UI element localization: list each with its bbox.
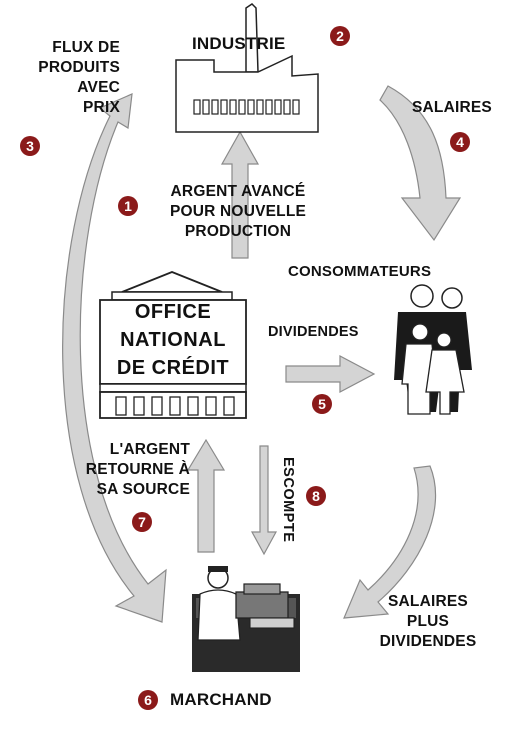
- argent-retourne-arrow: [186, 438, 226, 553]
- flux-line-1: FLUX DE: [52, 39, 120, 56]
- flux-line-3: AVEC: [77, 79, 120, 96]
- retour-line-1: L'ARGENT: [109, 441, 190, 458]
- badge-8: 8: [306, 486, 326, 506]
- salaires-plus-dividendes-label: SALAIRES PLUS DIVIDENDES: [356, 592, 500, 652]
- salplus-line-3: DIVIDENDES: [379, 633, 477, 650]
- argent-line-2: POUR NOUVELLE: [169, 203, 307, 220]
- badge-4: 4: [450, 132, 470, 152]
- factory-icon: [175, 3, 319, 133]
- office-line-3: DE CRÉDIT: [116, 357, 230, 379]
- badge-5: 5: [312, 394, 332, 414]
- escompte-arrow: [250, 445, 278, 556]
- badge-7: 7: [132, 512, 152, 532]
- argent-avance-arrow: [220, 130, 260, 259]
- flux-produits-arrow: [62, 93, 167, 623]
- badge-6: 6: [138, 690, 158, 710]
- salaires-label: SALAIRES: [412, 99, 492, 116]
- escompte-label: ESCOMPTE: [280, 457, 296, 543]
- office-label: OFFICE NATIONAL DE CRÉDIT: [104, 298, 242, 382]
- argent-retourne-label: L'ARGENT RETOURNE À SA SOURCE: [64, 440, 190, 500]
- salaires-plus-dividendes-arrow: [343, 465, 437, 619]
- flux-line-4: PRIX: [83, 99, 120, 116]
- badge-2: 2: [330, 26, 350, 46]
- consommateurs-label: CONSOMMATEURS: [288, 263, 432, 280]
- argent-avance-label: ARGENT AVANCÉ POUR NOUVELLE PRODUCTION: [146, 182, 330, 242]
- office-line-2: NATIONAL: [120, 329, 226, 351]
- marchand-label: MARCHAND: [170, 690, 272, 709]
- retour-line-3: SA SOURCE: [96, 481, 190, 498]
- badge-1: 1: [118, 196, 138, 216]
- merchant-icon: [192, 566, 300, 672]
- badge-3: 3: [20, 136, 40, 156]
- flux-line-2: PRODUITS: [38, 59, 120, 76]
- industrie-label: INDUSTRIE: [192, 34, 286, 53]
- bank-building-icon: [99, 271, 247, 419]
- office-line-1: OFFICE: [134, 301, 212, 323]
- family-icon: [394, 284, 472, 415]
- dividendes-arrow: [285, 355, 376, 393]
- salaires-arrow: [379, 85, 462, 242]
- argent-line-1: ARGENT AVANCÉ: [170, 183, 306, 200]
- argent-line-3: PRODUCTION: [184, 223, 292, 240]
- salplus-line-1: SALAIRES: [388, 593, 468, 610]
- dividendes-label: DIVIDENDES: [268, 324, 359, 340]
- retour-line-2: RETOURNE À: [85, 461, 190, 478]
- flux-produits-label: FLUX DE PRODUITS AVEC PRIX: [10, 38, 120, 118]
- salplus-line-2: PLUS: [406, 613, 450, 630]
